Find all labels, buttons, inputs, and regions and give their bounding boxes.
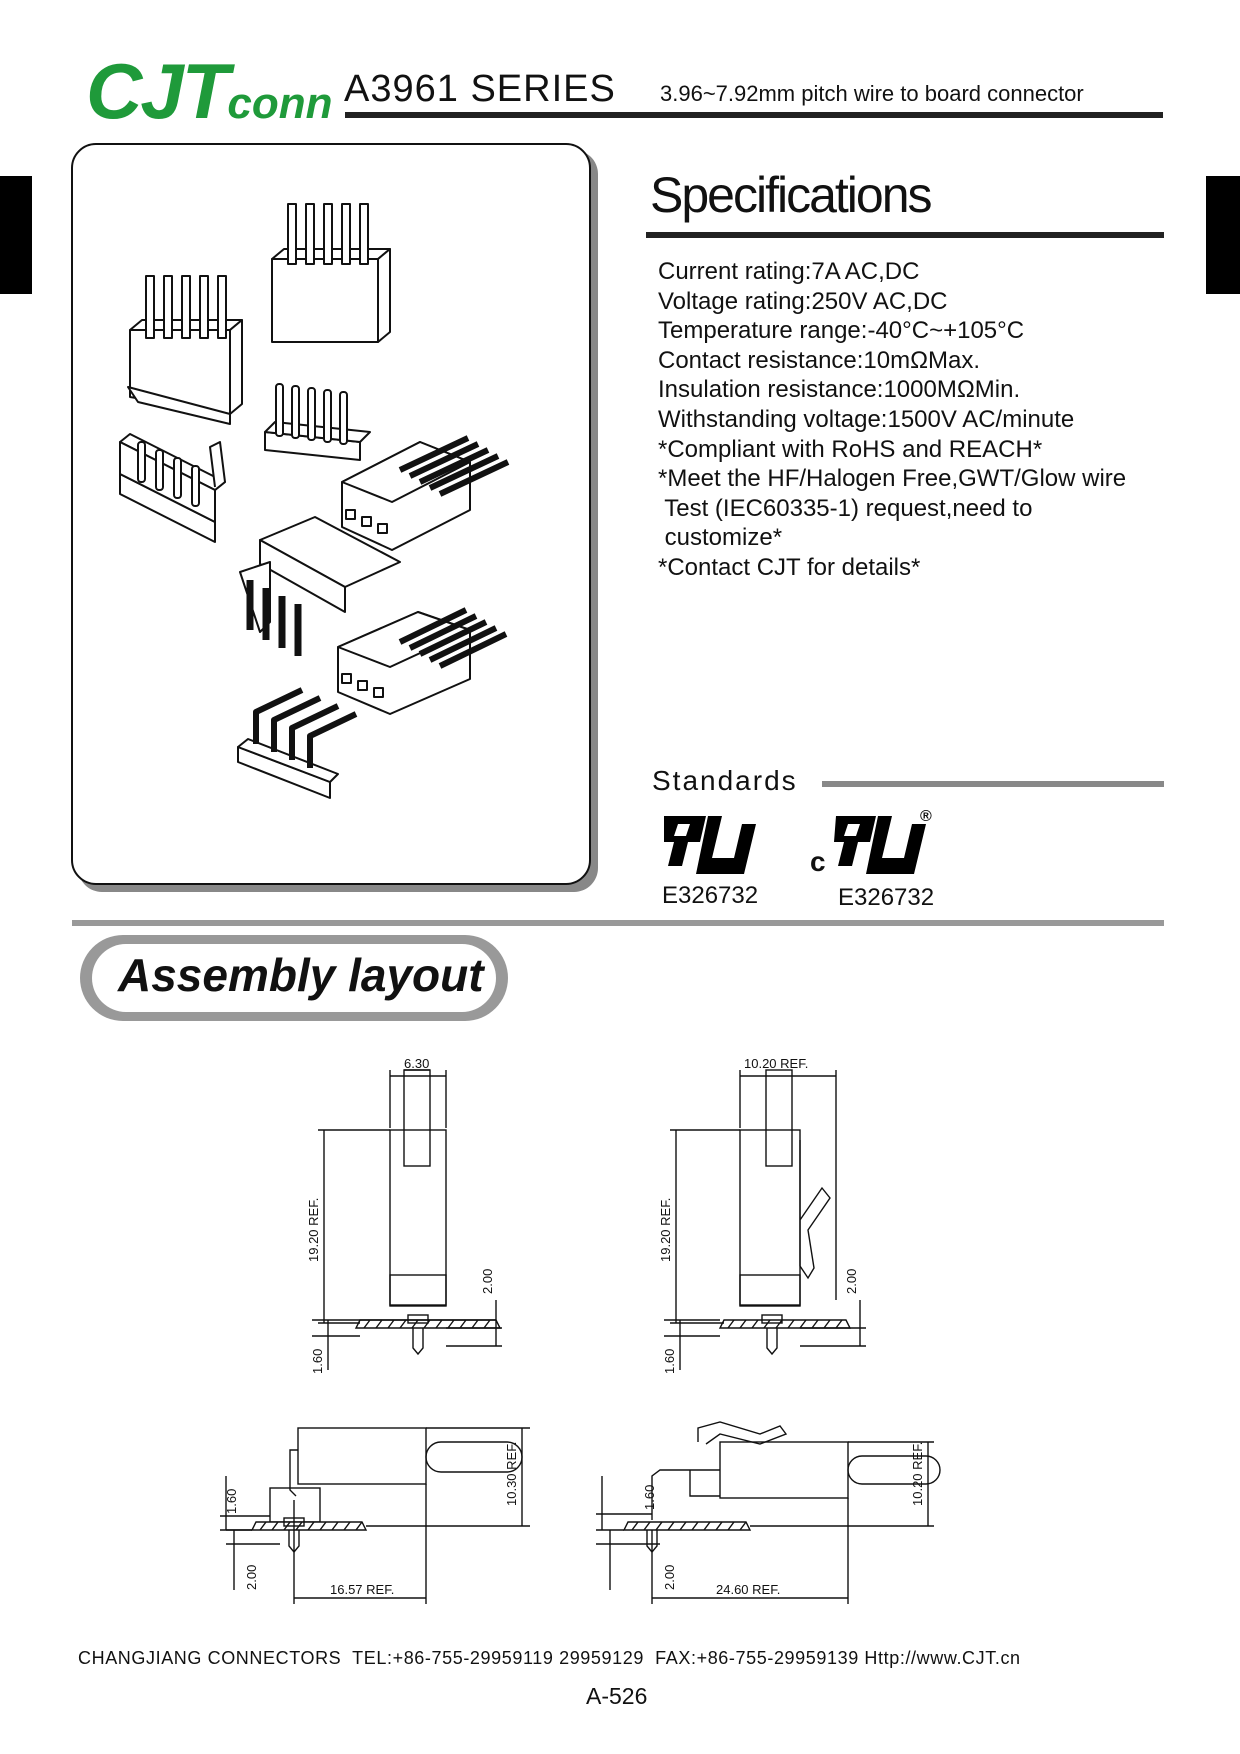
assembly-pill-inner <box>92 944 496 1012</box>
d4-b-label: 2.00 <box>662 1565 677 1590</box>
d3-a-label: 1.60 <box>224 1489 239 1514</box>
spec-contact-cjt: *Contact CJT for details* <box>658 553 921 581</box>
d2-height-label: 19.20 REF. <box>658 1198 673 1262</box>
spec-contact-resistance: Contact resistance:10mΩMax. <box>658 346 981 374</box>
d3-w-label: 16.57 REF. <box>330 1582 394 1597</box>
product-image-panel <box>71 143 598 892</box>
connector-housing-vertical <box>271 203 391 343</box>
ul-logo <box>664 816 756 874</box>
drawing-3 <box>220 1427 530 1604</box>
cul-prefix: c <box>810 846 826 877</box>
pin-header-right-angle-2 <box>237 687 358 799</box>
spec-halogen-free: *Meet the HF/Halogen Free,GWT/Glow wire <box>658 465 1127 493</box>
spec-temperature-range: Temperature range:-40°C~+105°C <box>658 317 1025 345</box>
d3-b-label: 2.00 <box>244 1565 259 1590</box>
pin-header-right-angle <box>239 516 401 656</box>
specifications-title: Specifications <box>650 167 932 223</box>
spec-withstanding-voltage: Withstanding voltage:1500V AC/minute <box>658 405 1075 433</box>
pin-header-friction-lock <box>119 433 226 543</box>
d1-height-label: 19.20 REF. <box>306 1198 321 1262</box>
brand-sub: conn <box>227 79 333 128</box>
d1-width-label: 6.30 <box>404 1056 429 1071</box>
crimp-housing-wires-2 <box>337 607 508 715</box>
drawing-1 <box>312 1069 502 1370</box>
footer-contact: CHANGJIANG CONNECTORS TEL:+86-755-299591… <box>78 1648 1021 1668</box>
d3-h-label: 10.30 REF. <box>504 1442 519 1506</box>
spec-current-rating: Current rating:7A AC,DC <box>658 258 920 285</box>
d1-c-label: 1.60 <box>310 1349 325 1374</box>
assembly-layout-title: Assembly layout <box>118 949 484 1001</box>
section-divider <box>72 920 1164 926</box>
spec-rohs: *Compliant with RoHS and REACH* <box>658 435 1043 463</box>
standards-rule <box>822 781 1164 787</box>
crimp-housing-wires-1 <box>341 435 510 551</box>
cul-cert-number: E326732 <box>838 884 935 911</box>
d1-b-label: 2.00 <box>480 1269 495 1294</box>
spec-voltage-rating: Voltage rating:250V AC,DC <box>658 287 948 315</box>
brand-main: CJT <box>86 47 229 135</box>
specifications-list: Current rating:7A AC,DC Voltage rating:2… <box>658 257 1126 583</box>
pin-header-straight <box>264 383 371 461</box>
spec-insulation-resistance: Insulation resistance:1000MΩMin. <box>658 376 1021 404</box>
d2-c-label: 1.60 <box>662 1349 677 1374</box>
d4-h-label: 10.20 REF. <box>910 1442 925 1506</box>
left-edge-tab <box>0 176 32 294</box>
right-edge-tab <box>1206 176 1240 294</box>
drawing-2 <box>664 1069 866 1370</box>
assembly-drawings: 6.30 19.20 REF. 2.00 1.60 10.20 REF. 19.… <box>200 1030 1060 1610</box>
d4-a-label: 1.60 <box>642 1485 657 1510</box>
header-rule <box>345 112 1163 118</box>
specifications-rule <box>646 232 1164 238</box>
series-subtitle: 3.96~7.92mm pitch wire to board connecto… <box>660 81 1084 106</box>
d2-width-label: 10.20 REF. <box>744 1056 808 1071</box>
ul-cert-number: E326732 <box>662 882 759 909</box>
brand-logo: CJTconn <box>86 52 332 130</box>
series-title: A3961 SERIES <box>344 68 616 110</box>
spec-halogen-free-cont: Test (IEC60335-1) request,need to <box>658 494 1033 522</box>
d4-w-label: 24.60 REF. <box>716 1582 780 1597</box>
cul-logo <box>834 816 926 874</box>
connector-housing-latch <box>127 275 243 425</box>
page-number: A-526 <box>586 1683 648 1709</box>
spec-halogen-free-cont2: customize* <box>658 524 783 552</box>
d2-b-label: 2.00 <box>844 1269 859 1294</box>
registered-mark: ® <box>920 808 932 825</box>
drawing-4 <box>596 1421 941 1604</box>
standards-title: Standards <box>652 765 798 796</box>
